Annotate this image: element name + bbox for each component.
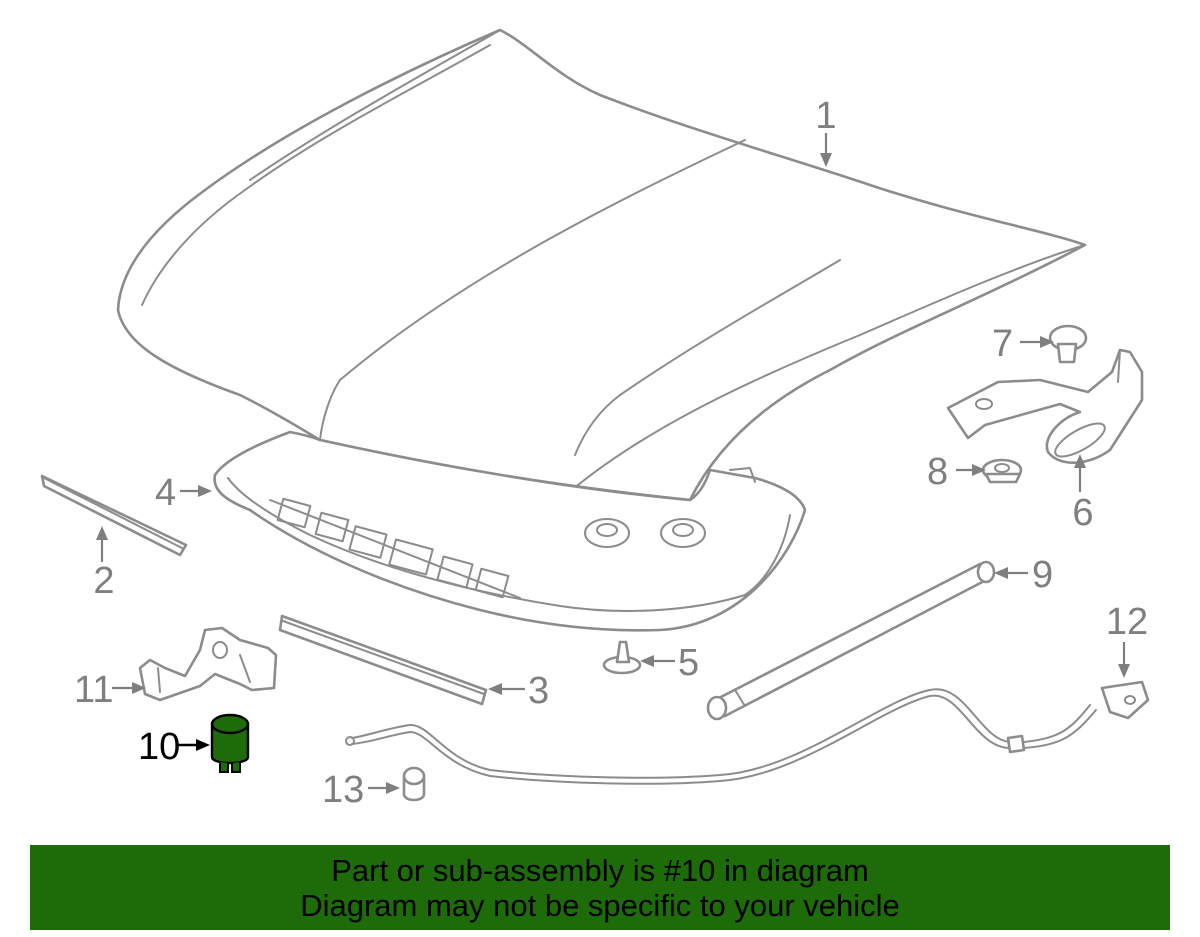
callout-6: 6 — [1072, 492, 1093, 534]
callout-11: 11 — [74, 669, 113, 711]
banner-line-disclaimer: Diagram may not be specific to your vehi… — [300, 887, 900, 923]
callout-8: 8 — [927, 451, 948, 493]
callout-1: 1 — [815, 95, 836, 137]
callout-3: 3 — [528, 670, 549, 712]
callout-9: 9 — [1032, 554, 1053, 596]
callout-4: 4 — [155, 472, 176, 514]
banner-line-part: Part or sub-assembly is #10 in diagram — [331, 852, 869, 888]
push-pin — [602, 640, 642, 675]
seal-strip-lower — [278, 614, 488, 706]
callout-arrows — [96, 133, 1130, 794]
hood-plug — [402, 766, 426, 802]
callout-13: 13 — [322, 769, 364, 811]
callout-5: 5 — [678, 642, 699, 684]
callout-2: 2 — [93, 560, 114, 602]
callout-12: 12 — [1106, 601, 1148, 643]
hood-panel — [116, 28, 1087, 502]
hinge-nut — [981, 458, 1023, 484]
hood-latch — [138, 626, 278, 702]
release-cable — [345, 680, 1150, 785]
hood-prop-rod — [706, 560, 996, 721]
hood-bumper-highlighted — [210, 713, 250, 773]
parts-diagram: 1 2 3 4 5 6 7 8 9 10 11 12 13 — [40, 28, 1150, 811]
seal-strip-front — [40, 474, 188, 557]
info-banner: Part or sub-assembly is #10 in diagram D… — [30, 845, 1170, 930]
hood-hinge — [946, 348, 1144, 464]
callout-10: 10 — [138, 726, 180, 768]
hood-inner-frame — [213, 430, 807, 632]
hinge-bolt — [1048, 324, 1088, 364]
callout-7: 7 — [992, 323, 1013, 365]
